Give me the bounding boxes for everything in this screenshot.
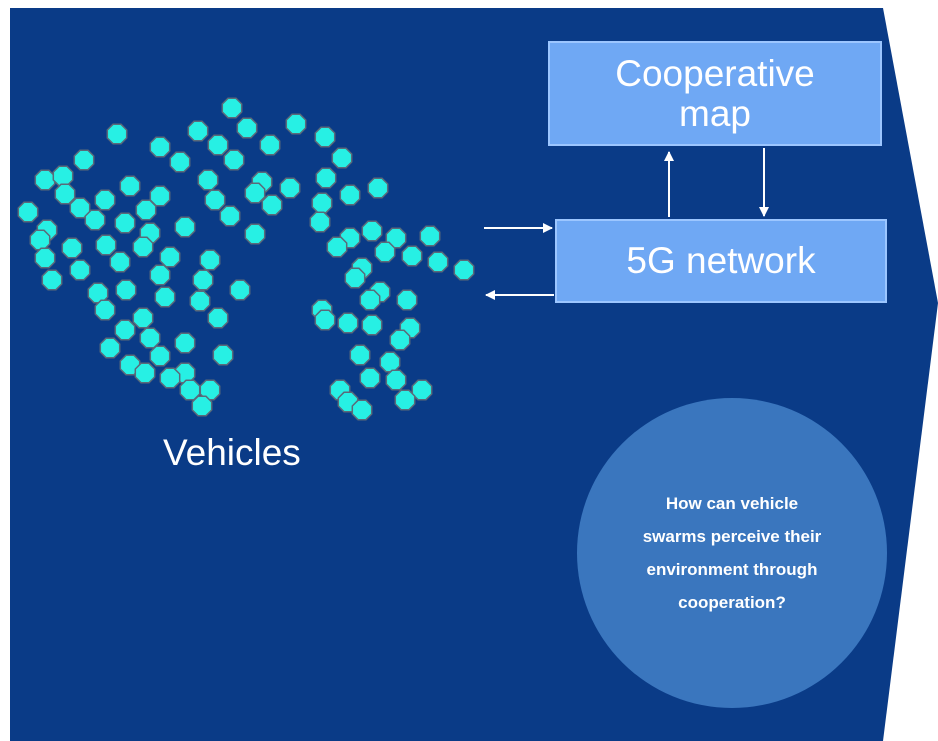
vehicle-icon xyxy=(219,205,241,227)
vehicle-icon xyxy=(285,113,307,135)
vehicle-icon xyxy=(207,134,229,156)
vehicle-icon xyxy=(106,123,128,145)
vehicle-icon xyxy=(314,309,336,331)
vehicle-icon xyxy=(359,289,381,311)
vehicle-icon xyxy=(339,184,361,206)
vehicle-icon xyxy=(132,307,154,329)
vehicle-icon xyxy=(221,97,243,119)
vehicle-icon xyxy=(361,314,383,336)
vehicle-icon xyxy=(109,251,131,273)
vehicle-icon xyxy=(361,220,383,242)
vehicle-icon xyxy=(149,264,171,286)
vehicle-icon xyxy=(179,379,201,401)
vehicle-icon xyxy=(159,367,181,389)
vehicle-icon xyxy=(394,389,416,411)
vehicle-icon xyxy=(61,237,83,259)
vehicles-label: Vehicles xyxy=(163,432,301,473)
vehicle-icon xyxy=(374,241,396,263)
vehicle-icon xyxy=(309,211,331,233)
vehicle-icon xyxy=(199,249,221,271)
vehicle-icon xyxy=(367,177,389,199)
vehicle-icon xyxy=(174,216,196,238)
vehicle-icon xyxy=(17,201,39,223)
cooperative-map-label-line1: Cooperative xyxy=(615,52,815,94)
vehicle-icon xyxy=(34,247,56,269)
vehicle-icon xyxy=(199,379,221,401)
vehicle-icon xyxy=(204,189,226,211)
question-text: How can vehicle swarms perceive their en… xyxy=(642,494,822,612)
vehicle-icon xyxy=(279,177,301,199)
vehicle-icon xyxy=(99,337,121,359)
vehicle-icon xyxy=(259,134,281,156)
vehicle-icon xyxy=(212,344,234,366)
vehicle-icon xyxy=(236,117,258,139)
vehicle-icon xyxy=(69,197,91,219)
vehicle-icon xyxy=(149,136,171,158)
vehicle-icon xyxy=(427,251,449,273)
vehicle-icon xyxy=(139,327,161,349)
vehicle-icon xyxy=(244,182,266,204)
vehicle-icon xyxy=(84,209,106,231)
vehicle-icon xyxy=(149,345,171,367)
vehicle-icon xyxy=(419,225,441,247)
vehicle-icon xyxy=(385,369,407,391)
vehicle-icon xyxy=(135,199,157,221)
vehicle-icon xyxy=(149,185,171,207)
5g-network-box: 5G network xyxy=(555,219,887,303)
vehicle-icon xyxy=(344,267,366,289)
vehicle-icon xyxy=(197,169,219,191)
vehicle-icon xyxy=(73,149,95,171)
vehicle-icon xyxy=(159,246,181,268)
vehicle-icon xyxy=(174,332,196,354)
vehicle-swarm xyxy=(17,97,475,421)
vehicle-icon xyxy=(244,223,266,245)
vehicle-icon xyxy=(114,212,136,234)
vehicle-icon xyxy=(189,290,211,312)
vehicle-icon xyxy=(326,236,348,258)
vehicle-icon xyxy=(69,259,91,281)
vehicle-icon xyxy=(114,319,136,341)
vehicle-icon xyxy=(385,227,407,249)
vehicle-icon xyxy=(261,194,283,216)
5g-network-label: 5G network xyxy=(626,240,816,281)
vehicle-icon xyxy=(191,395,213,417)
vehicle-icon xyxy=(401,245,423,267)
vehicle-icon xyxy=(154,286,176,308)
vehicle-icon xyxy=(115,279,137,301)
vehicle-icon xyxy=(337,312,359,334)
vehicle-icon xyxy=(207,307,229,329)
cooperative-map-label-line2: map xyxy=(679,92,751,134)
vehicle-icon xyxy=(169,151,191,173)
vehicle-icon xyxy=(389,329,411,351)
vehicle-icon xyxy=(453,259,475,281)
question-circle: How can vehicle swarms perceive their en… xyxy=(577,398,887,708)
vehicle-icon xyxy=(95,234,117,256)
vehicle-icon xyxy=(94,189,116,211)
vehicle-icon xyxy=(192,269,214,291)
vehicle-icon xyxy=(351,399,373,421)
vehicle-icon xyxy=(229,279,251,301)
vehicle-icon xyxy=(187,120,209,142)
vehicle-icon xyxy=(54,183,76,205)
vehicle-icon xyxy=(331,147,353,169)
vehicle-icon xyxy=(94,299,116,321)
vehicle-icon xyxy=(314,126,336,148)
vehicle-icon xyxy=(411,379,433,401)
vehicle-icon xyxy=(134,362,156,384)
vehicle-icon xyxy=(132,236,154,258)
vehicle-icon xyxy=(359,367,381,389)
cooperative-map-box: Cooperative map xyxy=(548,41,882,146)
vehicle-icon xyxy=(223,149,245,171)
vehicle-icon xyxy=(396,289,418,311)
vehicle-icon xyxy=(41,269,63,291)
vehicle-icon xyxy=(349,344,371,366)
vehicle-icon xyxy=(119,175,141,197)
vehicle-icon xyxy=(315,167,337,189)
